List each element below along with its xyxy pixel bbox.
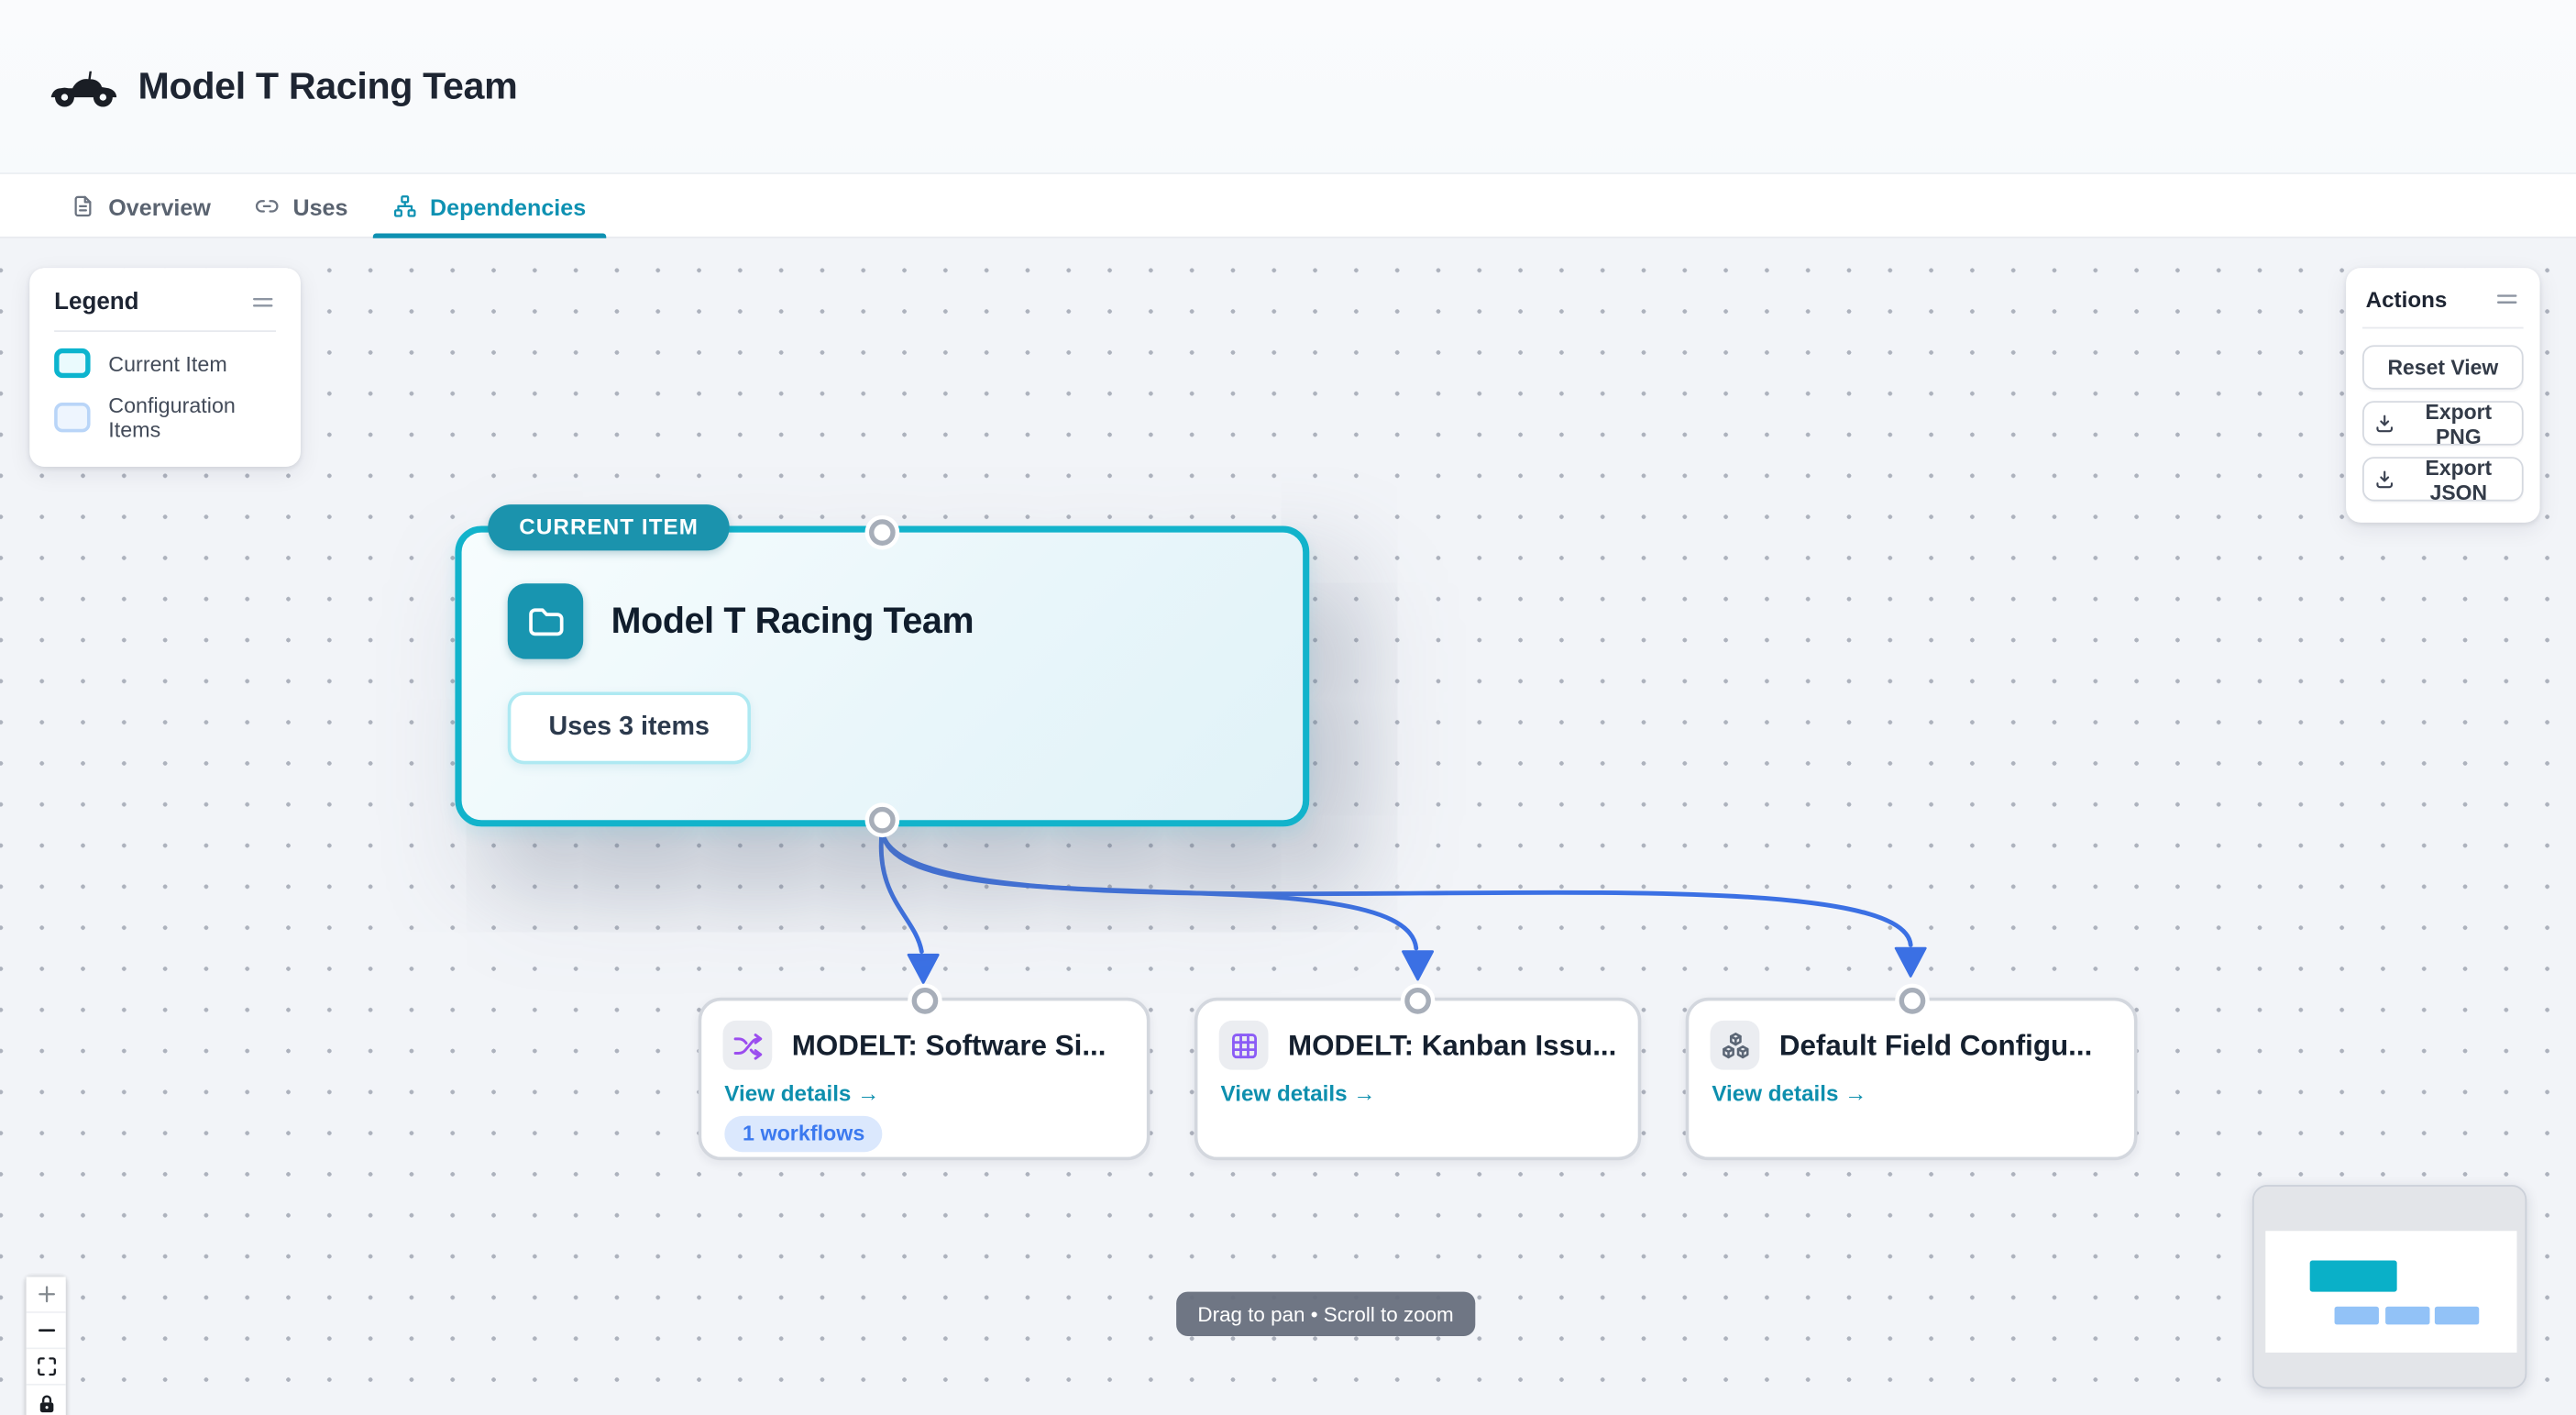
legend-item-current: Current Item	[54, 348, 276, 379]
dependency-node-kanban[interactable]: MODELT: Kanban Issu... View details →	[1194, 988, 1642, 1161]
minimap-child-node	[2385, 1306, 2430, 1325]
document-icon	[74, 195, 92, 217]
minimap-current-node	[2309, 1260, 2397, 1292]
lock-button[interactable]	[26, 1385, 66, 1415]
tab-dependencies[interactable]: Dependencies	[372, 176, 606, 238]
edge-to-software	[878, 825, 924, 955]
node-title: Default Field Configu...	[1778, 1027, 2093, 1061]
zoom-in-icon	[38, 1286, 55, 1303]
minimap[interactable]	[2251, 1185, 2527, 1389]
button-label: Export PNG	[2425, 398, 2493, 448]
reset-view-button[interactable]: Reset View	[2362, 345, 2524, 390]
page-title: Model T Racing Team	[138, 63, 518, 107]
button-label: Export JSON	[2425, 454, 2493, 504]
tab-label: Dependencies	[430, 193, 587, 220]
button-label: Reset View	[2387, 355, 2499, 380]
vintage-car-icon	[50, 70, 117, 106]
legend-label: Current Item	[108, 350, 227, 376]
node-handle-top[interactable]	[910, 988, 938, 1014]
download-icon	[2376, 470, 2394, 489]
dependency-node-field-config[interactable]: Default Field Configu... View details →	[1685, 988, 2138, 1161]
tab-overview[interactable]: Overview	[71, 176, 211, 237]
link-icon	[256, 200, 279, 213]
arrowhead	[907, 953, 940, 985]
lock-icon	[39, 1394, 53, 1412]
view-details-link[interactable]: View details →	[1712, 1081, 1867, 1107]
view-details-link[interactable]: View details →	[724, 1081, 880, 1107]
uses-items-button[interactable]: Uses 3 items	[507, 691, 751, 765]
dependency-canvas[interactable]: Legend Current Item Configuration Items …	[0, 238, 2576, 1415]
minimap-viewport	[2265, 1231, 2517, 1353]
legend-item-configuration: Configuration Items	[54, 392, 276, 442]
divider	[2362, 326, 2524, 329]
current-item-badge: CURRENT ITEM	[488, 504, 731, 551]
tab-label: Overview	[108, 193, 211, 220]
sitemap-icon	[393, 195, 416, 217]
zoom-in-button[interactable]	[26, 1277, 66, 1313]
download-icon	[2376, 415, 2394, 433]
tab-bar: Overview Uses Dependencies	[0, 175, 2576, 238]
legend-title: Legend	[54, 289, 139, 316]
node-title: MODELT: Software Si...	[791, 1027, 1106, 1061]
export-json-button[interactable]: Export JSON	[2362, 454, 2524, 504]
cubes-icon	[1710, 1020, 1760, 1070]
dependency-edges	[878, 825, 1927, 985]
legend-panel: Legend Current Item Configuration Items	[29, 268, 301, 467]
arrowhead	[1402, 950, 1435, 981]
current-item-swatch	[54, 348, 91, 379]
node-handle-top[interactable]	[1404, 988, 1431, 1014]
minimap-child-node	[2334, 1306, 2379, 1325]
workflows-badge: 1 workflows	[724, 1115, 884, 1153]
zoom-out-icon	[38, 1329, 55, 1332]
export-png-button[interactable]: Export PNG	[2362, 398, 2524, 448]
pan-zoom-hint: Drag to pan • Scroll to zoom	[1176, 1291, 1476, 1336]
collapse-panel-icon[interactable]	[2493, 286, 2520, 313]
view-details-link[interactable]: View details →	[1220, 1081, 1376, 1107]
grid-icon	[1218, 1020, 1269, 1070]
minimap-child-node	[2434, 1306, 2480, 1325]
edge-to-kanban	[879, 825, 1419, 951]
fit-view-button[interactable]	[26, 1349, 66, 1386]
folder-icon	[507, 583, 584, 659]
current-node-title: Model T Racing Team	[611, 600, 974, 641]
fit-view-icon	[37, 1357, 56, 1376]
app-header: Model T Racing Team	[0, 0, 2576, 174]
flow-controls	[26, 1277, 66, 1415]
node-handle-top[interactable]	[1898, 988, 1925, 1014]
divider	[54, 330, 277, 333]
node-handle-bottom[interactable]	[869, 806, 896, 834]
actions-title: Actions	[2365, 286, 2448, 312]
configuration-items-swatch	[54, 403, 91, 433]
collapse-panel-icon[interactable]	[249, 289, 276, 315]
legend-label: Configuration Items	[108, 392, 236, 443]
current-item-node[interactable]: CURRENT ITEM Model T Racing Team Uses 3 …	[455, 504, 1310, 834]
shuffle-icon	[722, 1020, 773, 1070]
dependency-node-software[interactable]: MODELT: Software Si... View details → 1 …	[698, 988, 1150, 1161]
zoom-out-button[interactable]	[26, 1312, 66, 1350]
actions-panel: Actions Reset View Export PNG Export JSO…	[2346, 268, 2540, 523]
tab-label: Uses	[292, 193, 348, 220]
edge-to-field-config	[879, 825, 1913, 947]
arrowhead	[1894, 946, 1927, 978]
tab-uses[interactable]: Uses	[255, 176, 347, 237]
node-title: MODELT: Kanban Issu...	[1287, 1027, 1617, 1061]
node-handle-top[interactable]	[869, 519, 896, 546]
